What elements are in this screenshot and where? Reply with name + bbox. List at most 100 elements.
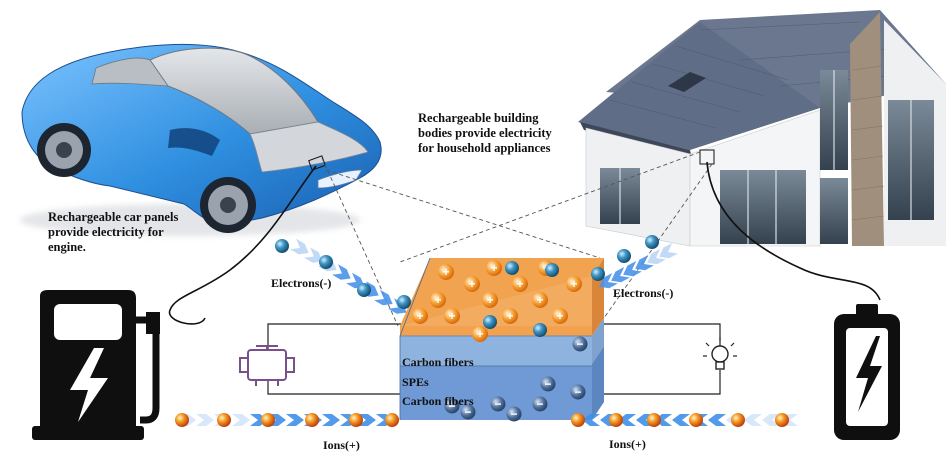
flow-arrow: [708, 414, 726, 426]
flow-arrow: [659, 242, 678, 259]
ion: [261, 413, 275, 427]
flow-arrow: [286, 414, 304, 426]
ions-right-label: Ions(+): [609, 437, 646, 451]
plus-sign: +: [506, 309, 513, 323]
plus-sign: +: [448, 309, 455, 323]
plus-sign: +: [442, 265, 449, 279]
flow-arrow: [582, 414, 600, 426]
flow-arrow: [304, 247, 323, 263]
car-caption-line: Rechargeable car panels: [48, 210, 179, 224]
car-caption: Rechargeable car panels provide electric…: [48, 210, 178, 255]
lightning-icon: [70, 348, 108, 422]
positive-charge: +: [566, 276, 582, 292]
flow-arrow: [744, 414, 762, 426]
plus-sign: +: [468, 277, 475, 291]
plus-sign: +: [416, 309, 423, 323]
car-rear-wheel: [37, 123, 91, 177]
car-caption-line: provide electricity for: [48, 225, 164, 239]
minus-sign: −: [576, 337, 583, 351]
negative-charge: −: [570, 384, 586, 400]
minus-sign: −: [448, 399, 455, 413]
positive-charge: +: [486, 260, 502, 276]
ion: [647, 413, 661, 427]
plus-sign: +: [516, 277, 523, 291]
negative-charge: −: [540, 376, 556, 392]
house-illustration: [578, 10, 946, 247]
plus-sign: +: [570, 277, 577, 291]
flow-arrow: [762, 414, 780, 426]
flow-arrow: [611, 266, 630, 283]
ion: [217, 413, 231, 427]
positive-charge: +: [430, 292, 446, 308]
positive-charge: +: [552, 308, 568, 324]
minus-sign: −: [510, 407, 517, 421]
lightbulb-icon: [703, 337, 737, 370]
cables: [169, 161, 881, 325]
electron: [591, 267, 605, 281]
motor-icon: [239, 345, 295, 386]
electrons: [275, 235, 659, 337]
car-illustration: [20, 43, 382, 236]
layer-label-bottom-carbon-fibers: Carbon fibers: [402, 394, 474, 408]
car-front-wheel: [200, 177, 256, 233]
house-cable: [706, 161, 881, 301]
flow-arrow: [374, 289, 393, 306]
positive-charge: +: [444, 308, 460, 324]
minus-sign: −: [544, 377, 551, 391]
car-cable: [169, 165, 317, 325]
ion: [731, 413, 745, 427]
flow-arrow: [290, 238, 309, 255]
flow-arrow: [232, 414, 250, 426]
flow-arrow: [332, 264, 351, 280]
electron: [275, 239, 289, 253]
negative-charge: −: [506, 406, 522, 422]
layer-label-spes: SPEs: [402, 375, 429, 389]
battery-lightning-icon: [856, 336, 882, 412]
plus-sign: +: [556, 309, 563, 323]
flow-arrow: [599, 272, 618, 289]
ions: [175, 413, 789, 427]
plus-sign: +: [486, 293, 493, 307]
minus-sign: −: [574, 385, 581, 399]
negative-charge: −: [460, 404, 476, 420]
house-caption-line: for household appliances: [418, 141, 551, 155]
plus-sign: +: [434, 293, 441, 307]
car-caption-line: engine.: [48, 240, 86, 254]
positive-charge: +: [464, 276, 480, 292]
negative-charge: −: [444, 398, 460, 414]
flow-arrow: [196, 414, 214, 426]
ions-left-label: Ions(+): [323, 438, 360, 452]
positive-charge: +: [438, 264, 454, 280]
minus-sign: −: [536, 397, 543, 411]
ion: [385, 413, 399, 427]
house-caption-line: bodies provide electricity: [418, 126, 552, 140]
flow-arrow: [358, 414, 376, 426]
electron: [545, 263, 559, 277]
flow-arrow: [388, 298, 407, 314]
electron: [397, 295, 411, 309]
flow-arrow: [322, 414, 340, 426]
negative-charge: −: [490, 396, 506, 412]
positive-charges: ++++++++++++++: [412, 260, 582, 342]
electron-flow-right: [599, 242, 678, 289]
house-caption: Rechargeable building bodies provide ele…: [418, 111, 552, 156]
ion: [609, 413, 623, 427]
positive-charge: +: [532, 292, 548, 308]
flow-arrow: [618, 414, 636, 426]
ion: [305, 413, 319, 427]
flow-arrow: [672, 414, 690, 426]
positive-charge: +: [412, 308, 428, 324]
negative-charge: −: [572, 336, 588, 352]
battery-icon: [834, 304, 900, 440]
electron: [319, 255, 333, 269]
minus-sign: −: [494, 397, 501, 411]
ion: [349, 413, 363, 427]
negative-charges: −−−−−−−−: [444, 336, 588, 422]
ion: [175, 413, 189, 427]
flow-arrow: [647, 248, 666, 265]
positive-charge: +: [502, 308, 518, 324]
plus-sign: +: [536, 293, 543, 307]
positive-charge: +: [472, 326, 488, 342]
electron: [357, 283, 371, 297]
electron: [505, 261, 519, 275]
